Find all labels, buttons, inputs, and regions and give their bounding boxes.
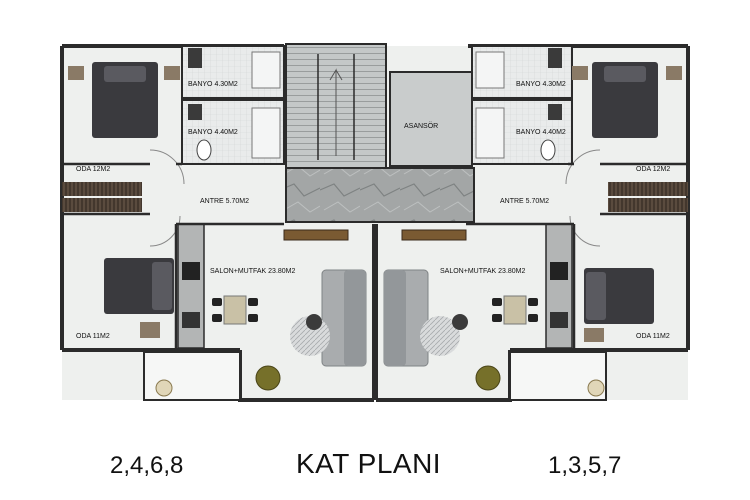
right-tv-console bbox=[401, 229, 467, 241]
label-hall-right: ANTRE 5.70M2 bbox=[500, 198, 549, 205]
interior-partitions bbox=[62, 162, 688, 350]
left-balcony-table bbox=[155, 379, 173, 397]
right-coffee-table bbox=[452, 314, 468, 330]
left-bath-top-fixture bbox=[188, 48, 202, 68]
right-bath-mid-fixture bbox=[548, 104, 562, 120]
right-nightstand-b bbox=[666, 66, 682, 80]
left-dining-table bbox=[223, 295, 247, 325]
right-wardrobe-bottom bbox=[608, 198, 688, 212]
left-sofa-back bbox=[344, 270, 366, 366]
label-bath-top-left: BANYO 4.30M2 bbox=[188, 81, 238, 88]
left-bed-12-pillow bbox=[104, 66, 146, 82]
left-armchair bbox=[255, 365, 281, 391]
corridor-marble bbox=[285, 167, 475, 223]
label-bedroom-12-left: ODA 12M2 bbox=[76, 166, 110, 173]
left-chair-2 bbox=[212, 314, 222, 322]
right-bath-mid-shower bbox=[475, 107, 505, 159]
right-bed-11-pillow bbox=[586, 272, 606, 320]
left-chair-3 bbox=[248, 298, 258, 306]
left-hob bbox=[182, 262, 200, 280]
right-chair-1 bbox=[492, 298, 502, 306]
right-chair-3 bbox=[528, 298, 538, 306]
right-bath-mid-toilet bbox=[540, 139, 556, 161]
left-wardrobe-top bbox=[62, 182, 142, 196]
right-balcony-table bbox=[587, 379, 605, 397]
label-bedroom-11-left: ODA 11M2 bbox=[76, 333, 110, 340]
stair-flight-line bbox=[317, 54, 355, 160]
left-tv-console bbox=[283, 229, 349, 241]
right-bath-top-shower bbox=[475, 51, 505, 89]
right-rug bbox=[420, 316, 460, 356]
right-door-arc-b bbox=[569, 215, 601, 247]
left-coffee-table bbox=[306, 314, 322, 330]
left-bath-mid-toilet bbox=[196, 139, 212, 161]
left-wardrobe-bottom bbox=[62, 198, 142, 212]
label-elevator: ASANSÖR bbox=[404, 122, 438, 130]
plan-title: KAT PLANI bbox=[296, 448, 442, 479]
left-nightstand-b bbox=[164, 66, 180, 80]
left-bed-11-pillow bbox=[152, 262, 172, 310]
right-bed-12-pillow bbox=[604, 66, 646, 82]
label-hall-left: ANTRE 5.70M2 bbox=[200, 198, 249, 205]
left-bath-top-shower bbox=[251, 51, 281, 89]
left-nightstand-a bbox=[68, 66, 84, 80]
right-armchair bbox=[475, 365, 501, 391]
left-door-arc-a bbox=[149, 149, 185, 185]
units-left-label: 2,4,6,8 bbox=[110, 452, 184, 479]
label-living-left: SALON+MUTFAK 23.80M2 bbox=[210, 268, 296, 275]
right-wardrobe-top bbox=[608, 182, 688, 196]
label-bath-top-right: BANYO 4.30M2 bbox=[516, 81, 566, 88]
label-bath-mid-left: BANYO 4.40M2 bbox=[188, 129, 238, 136]
right-desk-11 bbox=[584, 328, 604, 342]
right-door-arc-a bbox=[565, 149, 601, 185]
right-bath-top-fixture bbox=[548, 48, 562, 68]
left-door-arc-b bbox=[149, 215, 181, 247]
units-right-label: 1,3,5,7 bbox=[548, 452, 622, 479]
left-desk-11 bbox=[140, 322, 160, 338]
right-chair-2 bbox=[492, 314, 502, 322]
left-chair-1 bbox=[212, 298, 222, 306]
left-sink bbox=[182, 312, 200, 328]
left-kitchen-counter bbox=[177, 223, 205, 349]
elevator-shaft bbox=[389, 71, 473, 167]
left-bath-mid-shower bbox=[251, 107, 281, 159]
right-dining-table bbox=[503, 295, 527, 325]
label-bedroom-11-right: ODA 11M2 bbox=[636, 333, 670, 340]
left-chair-4 bbox=[248, 314, 258, 322]
right-sofa-back bbox=[384, 270, 406, 366]
left-bath-mid-fixture bbox=[188, 104, 202, 120]
right-chair-4 bbox=[528, 314, 538, 322]
right-kitchen-counter bbox=[545, 223, 573, 349]
right-hob bbox=[550, 262, 568, 280]
right-sink bbox=[550, 312, 568, 328]
stair-arrow bbox=[329, 68, 343, 156]
left-balcony bbox=[143, 351, 241, 401]
label-bedroom-12-right: ODA 12M2 bbox=[636, 166, 670, 173]
right-nightstand-a bbox=[572, 66, 588, 80]
label-bath-mid-right: BANYO 4.40M2 bbox=[516, 129, 566, 136]
label-living-right: SALON+MUTFAK 23.80M2 bbox=[440, 268, 526, 275]
